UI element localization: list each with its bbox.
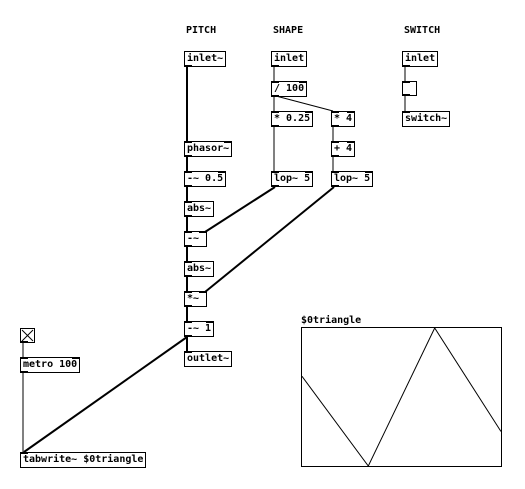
tabwrite-object[interactable]: tabwrite~ $0triangle <box>20 452 147 468</box>
abs-label-2: abs~ <box>187 263 212 274</box>
multiply-quarter-label: * 0.25 <box>274 113 311 124</box>
array-name-label: $0triangle <box>301 315 362 326</box>
pitch-inlet-object[interactable]: inlet~ <box>184 51 227 67</box>
metro-object[interactable]: metro 100 <box>20 357 81 373</box>
lowpass-object-a[interactable]: lop~ 5 <box>271 171 314 187</box>
switch-header: SWITCH <box>404 25 441 36</box>
toggle-x-icon <box>21 329 34 342</box>
switch-inlet-label: inlet <box>405 53 436 64</box>
shape-header: SHAPE <box>273 25 304 36</box>
multiply-four-object[interactable]: * 4 <box>331 111 356 127</box>
add-four-object[interactable]: + 4 <box>331 141 356 157</box>
phasor-label: phasor~ <box>187 143 230 154</box>
array-plot-line <box>302 328 501 466</box>
subtract-one-label: -~ 1 <box>187 323 212 334</box>
subtract-half-label: -~ 0.5 <box>187 173 224 184</box>
subtract-one-object[interactable]: -~ 1 <box>184 321 215 337</box>
subtract-half-object[interactable]: -~ 0.5 <box>184 171 227 187</box>
outlet-label: outlet~ <box>187 353 230 364</box>
phasor-object[interactable]: phasor~ <box>184 141 233 157</box>
tabwrite-label: tabwrite~ $0triangle <box>23 454 144 465</box>
lowpass-label-b: lop~ 5 <box>334 173 371 184</box>
switch-object[interactable]: switch~ <box>402 111 451 127</box>
outlet-object[interactable]: outlet~ <box>184 351 233 367</box>
array-graph[interactable] <box>301 327 502 467</box>
lowpass-label-a: lop~ 5 <box>274 173 311 184</box>
abs-label-1: abs~ <box>187 203 212 214</box>
multiply-signal-label: *~ <box>187 293 200 304</box>
multiply-quarter-object[interactable]: * 0.25 <box>271 111 314 127</box>
subtract-signal-label: -~ <box>187 233 200 244</box>
switch-object-label: switch~ <box>405 113 448 124</box>
abs-object-1[interactable]: abs~ <box>184 201 215 217</box>
divide-100-label: / 100 <box>274 83 305 94</box>
multiply-four-label: * 4 <box>334 113 353 124</box>
subtract-signal-object[interactable]: -~ <box>184 231 207 247</box>
shape-inlet-object[interactable]: inlet <box>271 51 308 67</box>
add-four-label: + 4 <box>334 143 353 154</box>
divide-100-object[interactable]: / 100 <box>271 81 308 97</box>
metro-label: metro 100 <box>23 359 78 370</box>
shape-inlet-label: inlet <box>274 53 305 64</box>
metro-toggle[interactable] <box>20 328 35 343</box>
array-waveform <box>302 328 501 466</box>
multiply-signal-object[interactable]: *~ <box>184 291 207 307</box>
pitch-inlet-label: inlet~ <box>187 53 224 64</box>
abs-object-2[interactable]: abs~ <box>184 261 215 277</box>
switch-toggle[interactable] <box>402 81 417 96</box>
lowpass-object-b[interactable]: lop~ 5 <box>331 171 374 187</box>
switch-inlet-object[interactable]: inlet <box>402 51 439 67</box>
pitch-header: PITCH <box>186 25 217 36</box>
